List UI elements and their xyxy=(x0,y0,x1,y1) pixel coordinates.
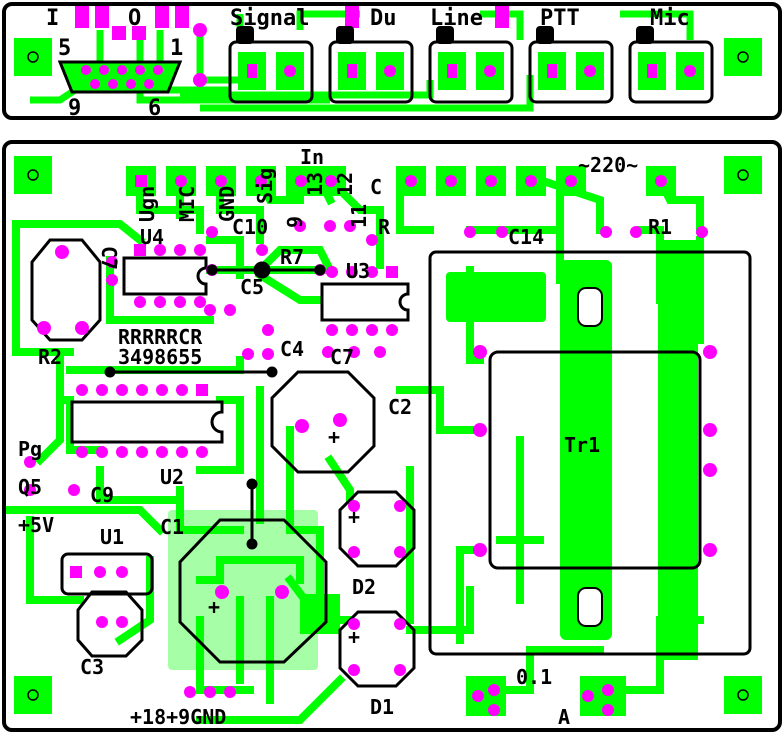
label-rnums: 3498655 xyxy=(118,345,202,369)
label-c2: C2 xyxy=(388,395,412,419)
label-c10: C10 xyxy=(232,215,268,239)
label-val01: 0.1 xyxy=(516,665,552,689)
label-220: ~220~ xyxy=(578,153,638,177)
label-9: 9 xyxy=(283,216,307,228)
header-signal xyxy=(228,26,314,104)
label-signal: Signal xyxy=(230,6,309,31)
label-c4: C4 xyxy=(280,337,304,361)
label-c7-rot: C7 xyxy=(97,246,121,270)
top-pads xyxy=(75,6,509,87)
label-r-right: R xyxy=(378,215,391,239)
main-board: Ugn MIC GND Sig In 13 12 C 9 11 R U4 C10… xyxy=(2,140,782,732)
input-header-pads xyxy=(126,166,676,196)
label-ugn: Ugn xyxy=(135,186,159,222)
copper-pours xyxy=(168,240,698,716)
label-c7: C7 xyxy=(330,345,354,369)
c2-capacitor xyxy=(270,370,376,474)
d1-bridge xyxy=(338,610,416,688)
label-ptt: PTT xyxy=(540,6,580,31)
label-r2: R2 xyxy=(38,345,62,369)
main-mounting-holes xyxy=(14,156,762,714)
c2-plus: + xyxy=(328,425,340,449)
label-c9: C9 xyxy=(90,483,114,507)
label-gnd-v: GND xyxy=(215,186,239,222)
db9-connector xyxy=(57,60,183,94)
label-pg: Pg xyxy=(18,437,42,461)
label-plus5v: +5V xyxy=(18,513,54,537)
label-u2: U2 xyxy=(160,465,184,489)
label-plus18: +18+9GND xyxy=(130,705,226,729)
label-pin9: 9 xyxy=(68,96,81,121)
label-r7: R7 xyxy=(280,245,304,269)
header-du xyxy=(328,26,414,104)
u2-chip xyxy=(70,384,224,458)
label-u3: U3 xyxy=(346,259,370,283)
label-sig: Sig xyxy=(253,168,277,204)
label-du: Du xyxy=(370,6,397,31)
jumper-wires xyxy=(104,261,326,550)
d1-plus: + xyxy=(348,625,360,649)
label-u1: U1 xyxy=(100,525,124,549)
label-r1: R1 xyxy=(648,215,672,239)
label-c14: C14 xyxy=(508,225,544,249)
header-line xyxy=(428,26,514,104)
label-a: A xyxy=(558,705,570,729)
label-rrrrrcr: RRRRRCR xyxy=(118,325,203,349)
label-12: 12 xyxy=(333,172,357,196)
c1-capacitor xyxy=(178,518,328,664)
header-mic xyxy=(628,26,714,104)
label-c3: C3 xyxy=(80,655,104,679)
label-u4: U4 xyxy=(140,225,164,249)
top-mounting-holes xyxy=(14,38,762,76)
r2-trimmer xyxy=(30,238,102,342)
d2-bridge xyxy=(338,490,416,568)
d2-plus: + xyxy=(348,505,360,529)
u4-chip xyxy=(122,244,208,308)
label-pin1: 1 xyxy=(170,36,183,61)
label-pin6: 6 xyxy=(148,96,161,121)
label-pin5: 5 xyxy=(58,36,71,61)
u3-chip xyxy=(320,266,410,336)
label-d2: D2 xyxy=(352,575,376,599)
main-board-outline xyxy=(2,140,782,732)
label-mic-v: MIC xyxy=(175,186,199,222)
header-ptt xyxy=(528,26,614,104)
label-d1: D1 xyxy=(370,695,394,719)
label-11: 11 xyxy=(347,204,371,228)
u1-regulator xyxy=(60,552,154,596)
top-strip: I O Signal Du Line PTT Mic 5 1 9 6 xyxy=(2,2,782,121)
label-c1: C1 xyxy=(160,515,184,539)
c1-plus: + xyxy=(208,595,220,619)
label-mic: Mic xyxy=(650,6,690,31)
label-i: I xyxy=(46,6,59,31)
power-input-pads xyxy=(184,686,236,698)
transformer-tr1 xyxy=(428,250,752,656)
c3-capacitor xyxy=(76,590,144,658)
label-q5: Q5 xyxy=(18,475,42,499)
label-o: O xyxy=(128,6,141,31)
label-tr1: Tr1 xyxy=(564,433,600,457)
label-c: C xyxy=(370,175,382,199)
label-c5: C5 xyxy=(240,275,264,299)
top-board-outline xyxy=(2,2,782,120)
label-13: 13 xyxy=(303,172,327,196)
label-in: In xyxy=(300,145,324,169)
output-pads xyxy=(472,684,614,716)
label-line: Line xyxy=(430,6,483,31)
